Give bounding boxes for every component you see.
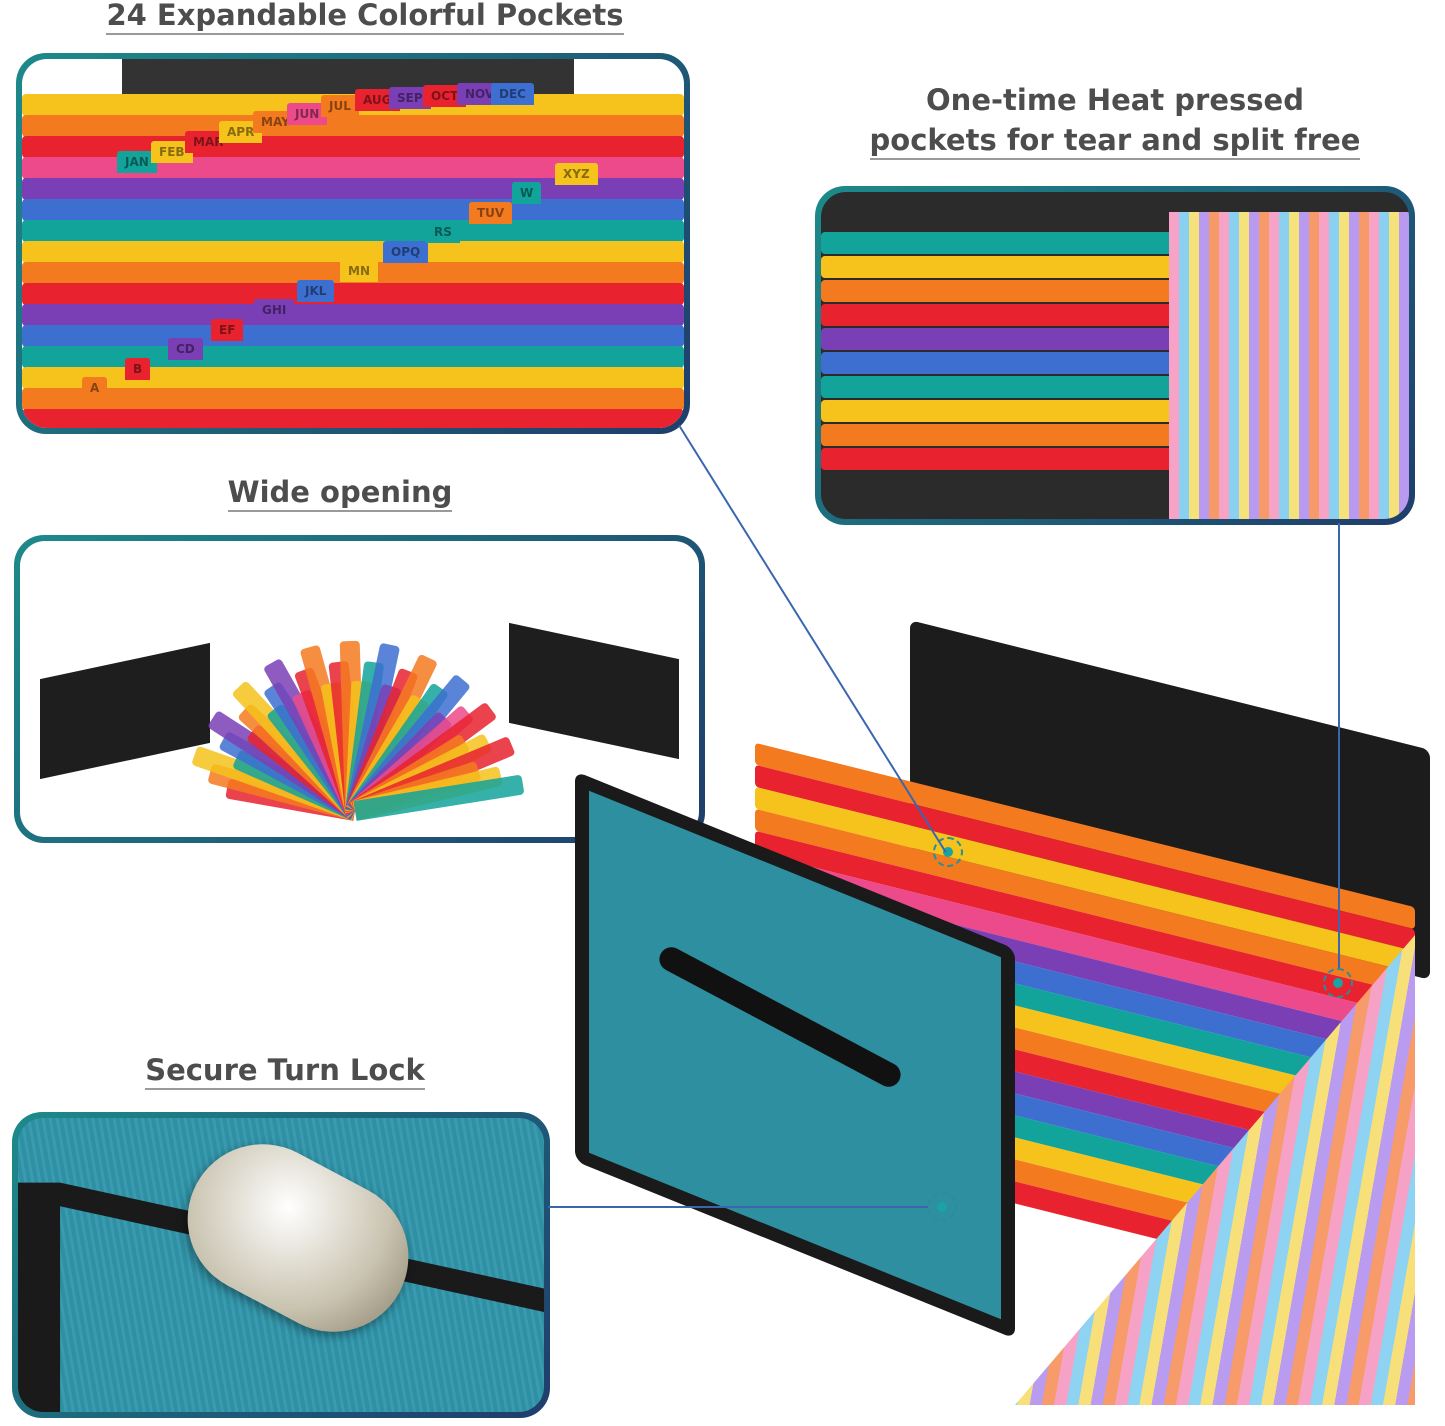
pocket-tab[interactable]: MAY <box>253 111 298 133</box>
pocket-tab[interactable]: AUG <box>355 89 400 111</box>
pocket-tab[interactable]: JAN <box>117 151 157 173</box>
pocket-stripe <box>22 115 684 137</box>
product-main <box>575 620 1445 1415</box>
heading-turn-lock: Secure Turn Lock <box>85 1050 485 1090</box>
pocket-stripe <box>821 400 1179 422</box>
pocket-stripe <box>22 388 684 410</box>
pocket-tab[interactable]: RS <box>426 221 460 243</box>
pocket-stripe <box>22 367 684 389</box>
pocket-stripe <box>22 283 684 305</box>
pocket-stripe <box>22 409 684 428</box>
pocket-tab[interactable]: GHI <box>254 299 295 321</box>
pocket-stripe <box>22 199 684 221</box>
pocket-stripe <box>22 346 684 368</box>
pocket-edge-stripes <box>821 212 1179 519</box>
pocket-tab[interactable]: EF <box>211 318 244 341</box>
heading-wide-opening: Wide opening <box>140 472 540 512</box>
pocket-tab[interactable]: NOV <box>457 83 503 105</box>
pocket-stripe <box>22 220 684 242</box>
pocket-tab[interactable]: OPQ <box>383 240 429 263</box>
pocket-tab[interactable]: TUV <box>469 201 513 224</box>
callout-dot-lock <box>927 1192 957 1222</box>
heat-pressed-panel <box>815 186 1415 525</box>
pocket-tab[interactable]: DEC <box>491 83 534 105</box>
pocket-tab[interactable]: JUN <box>287 103 328 125</box>
pocket-stripe <box>821 304 1179 326</box>
pocket-tab[interactable]: CD <box>168 338 203 360</box>
pocket-stripe <box>821 424 1179 446</box>
callout-dot-heat <box>1323 968 1353 998</box>
pocket-tab[interactable]: MN <box>340 260 378 282</box>
connector-heat <box>1338 523 1340 968</box>
pocket-stripe <box>22 304 684 326</box>
pocket-stripe <box>22 325 684 347</box>
turn-lock-image <box>18 1118 544 1412</box>
turn-lock-panel <box>12 1112 550 1418</box>
pocket-tab[interactable]: FEB <box>151 141 193 163</box>
turn-lock-icon <box>161 1118 435 1359</box>
pocket-tab[interactable]: JUL <box>321 95 359 117</box>
pocket-tab[interactable]: OCT <box>423 85 467 107</box>
pocket-stripe <box>821 448 1179 470</box>
pocket-stripe <box>821 376 1179 398</box>
accordion-gusset <box>1169 212 1409 519</box>
pocket-tab[interactable]: XYZ <box>555 162 598 185</box>
pocket-stripe <box>821 280 1179 302</box>
pocket-stripe <box>821 232 1179 254</box>
pocket-stripe <box>22 241 684 263</box>
pocket-tab[interactable]: A <box>82 377 108 399</box>
pocket-stripe <box>821 352 1179 374</box>
callout-dot-pockets <box>933 837 963 867</box>
pocket-stripe <box>821 256 1179 278</box>
heading-pockets: 24 Expandable Colorful Pockets <box>60 0 670 35</box>
pocket-tab[interactable]: APR <box>219 121 263 143</box>
pocket-stripe <box>821 328 1179 350</box>
pocket-tab[interactable]: B <box>125 357 151 380</box>
pocket-tab[interactable]: JKL <box>297 279 335 302</box>
pocket-tab[interactable]: SEP <box>389 87 431 109</box>
heading-heat-pressed: One-time Heat pressed pockets for tear a… <box>840 80 1390 160</box>
left-flap <box>40 642 210 780</box>
pocket-tab[interactable]: W <box>512 182 542 204</box>
connector-lock <box>548 1206 928 1208</box>
heat-pressed-image <box>821 192 1409 519</box>
